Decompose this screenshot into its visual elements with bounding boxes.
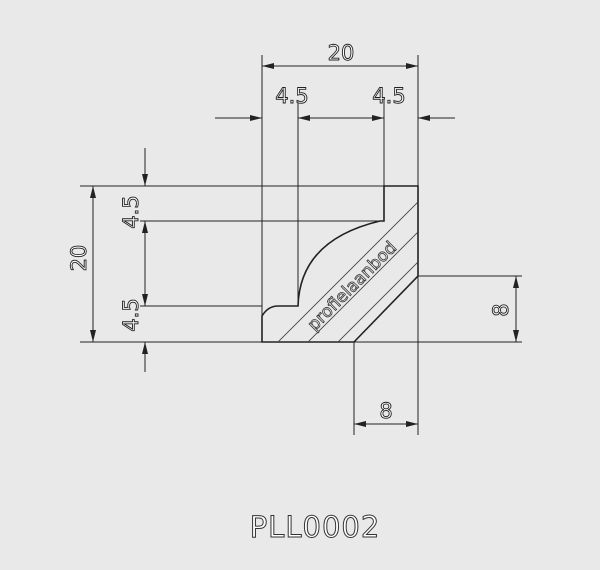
dim-left-upper-segment: 4.5	[119, 195, 143, 228]
product-code: PLL0002	[250, 510, 381, 544]
dim-top-left-segment: 4.5	[275, 84, 308, 108]
dimension-labels: 20 4.5 4.5 20 4.5 4.5 8 8	[67, 41, 514, 424]
dim-bottom-chamfer: 8	[379, 399, 392, 423]
dim-left-overall: 20	[67, 245, 91, 272]
profile-section: profielaanbod	[261, 185, 419, 343]
dim-right-chamfer: 8	[489, 303, 513, 316]
profile-hatching	[262, 186, 418, 342]
extension-lines	[80, 55, 522, 435]
profile-outline	[261, 185, 419, 343]
dimension-lines	[90, 63, 519, 427]
dim-top-right-segment: 4.5	[372, 84, 405, 108]
dim-top-overall: 20	[328, 41, 355, 65]
dim-left-lower-segment: 4.5	[119, 298, 143, 331]
